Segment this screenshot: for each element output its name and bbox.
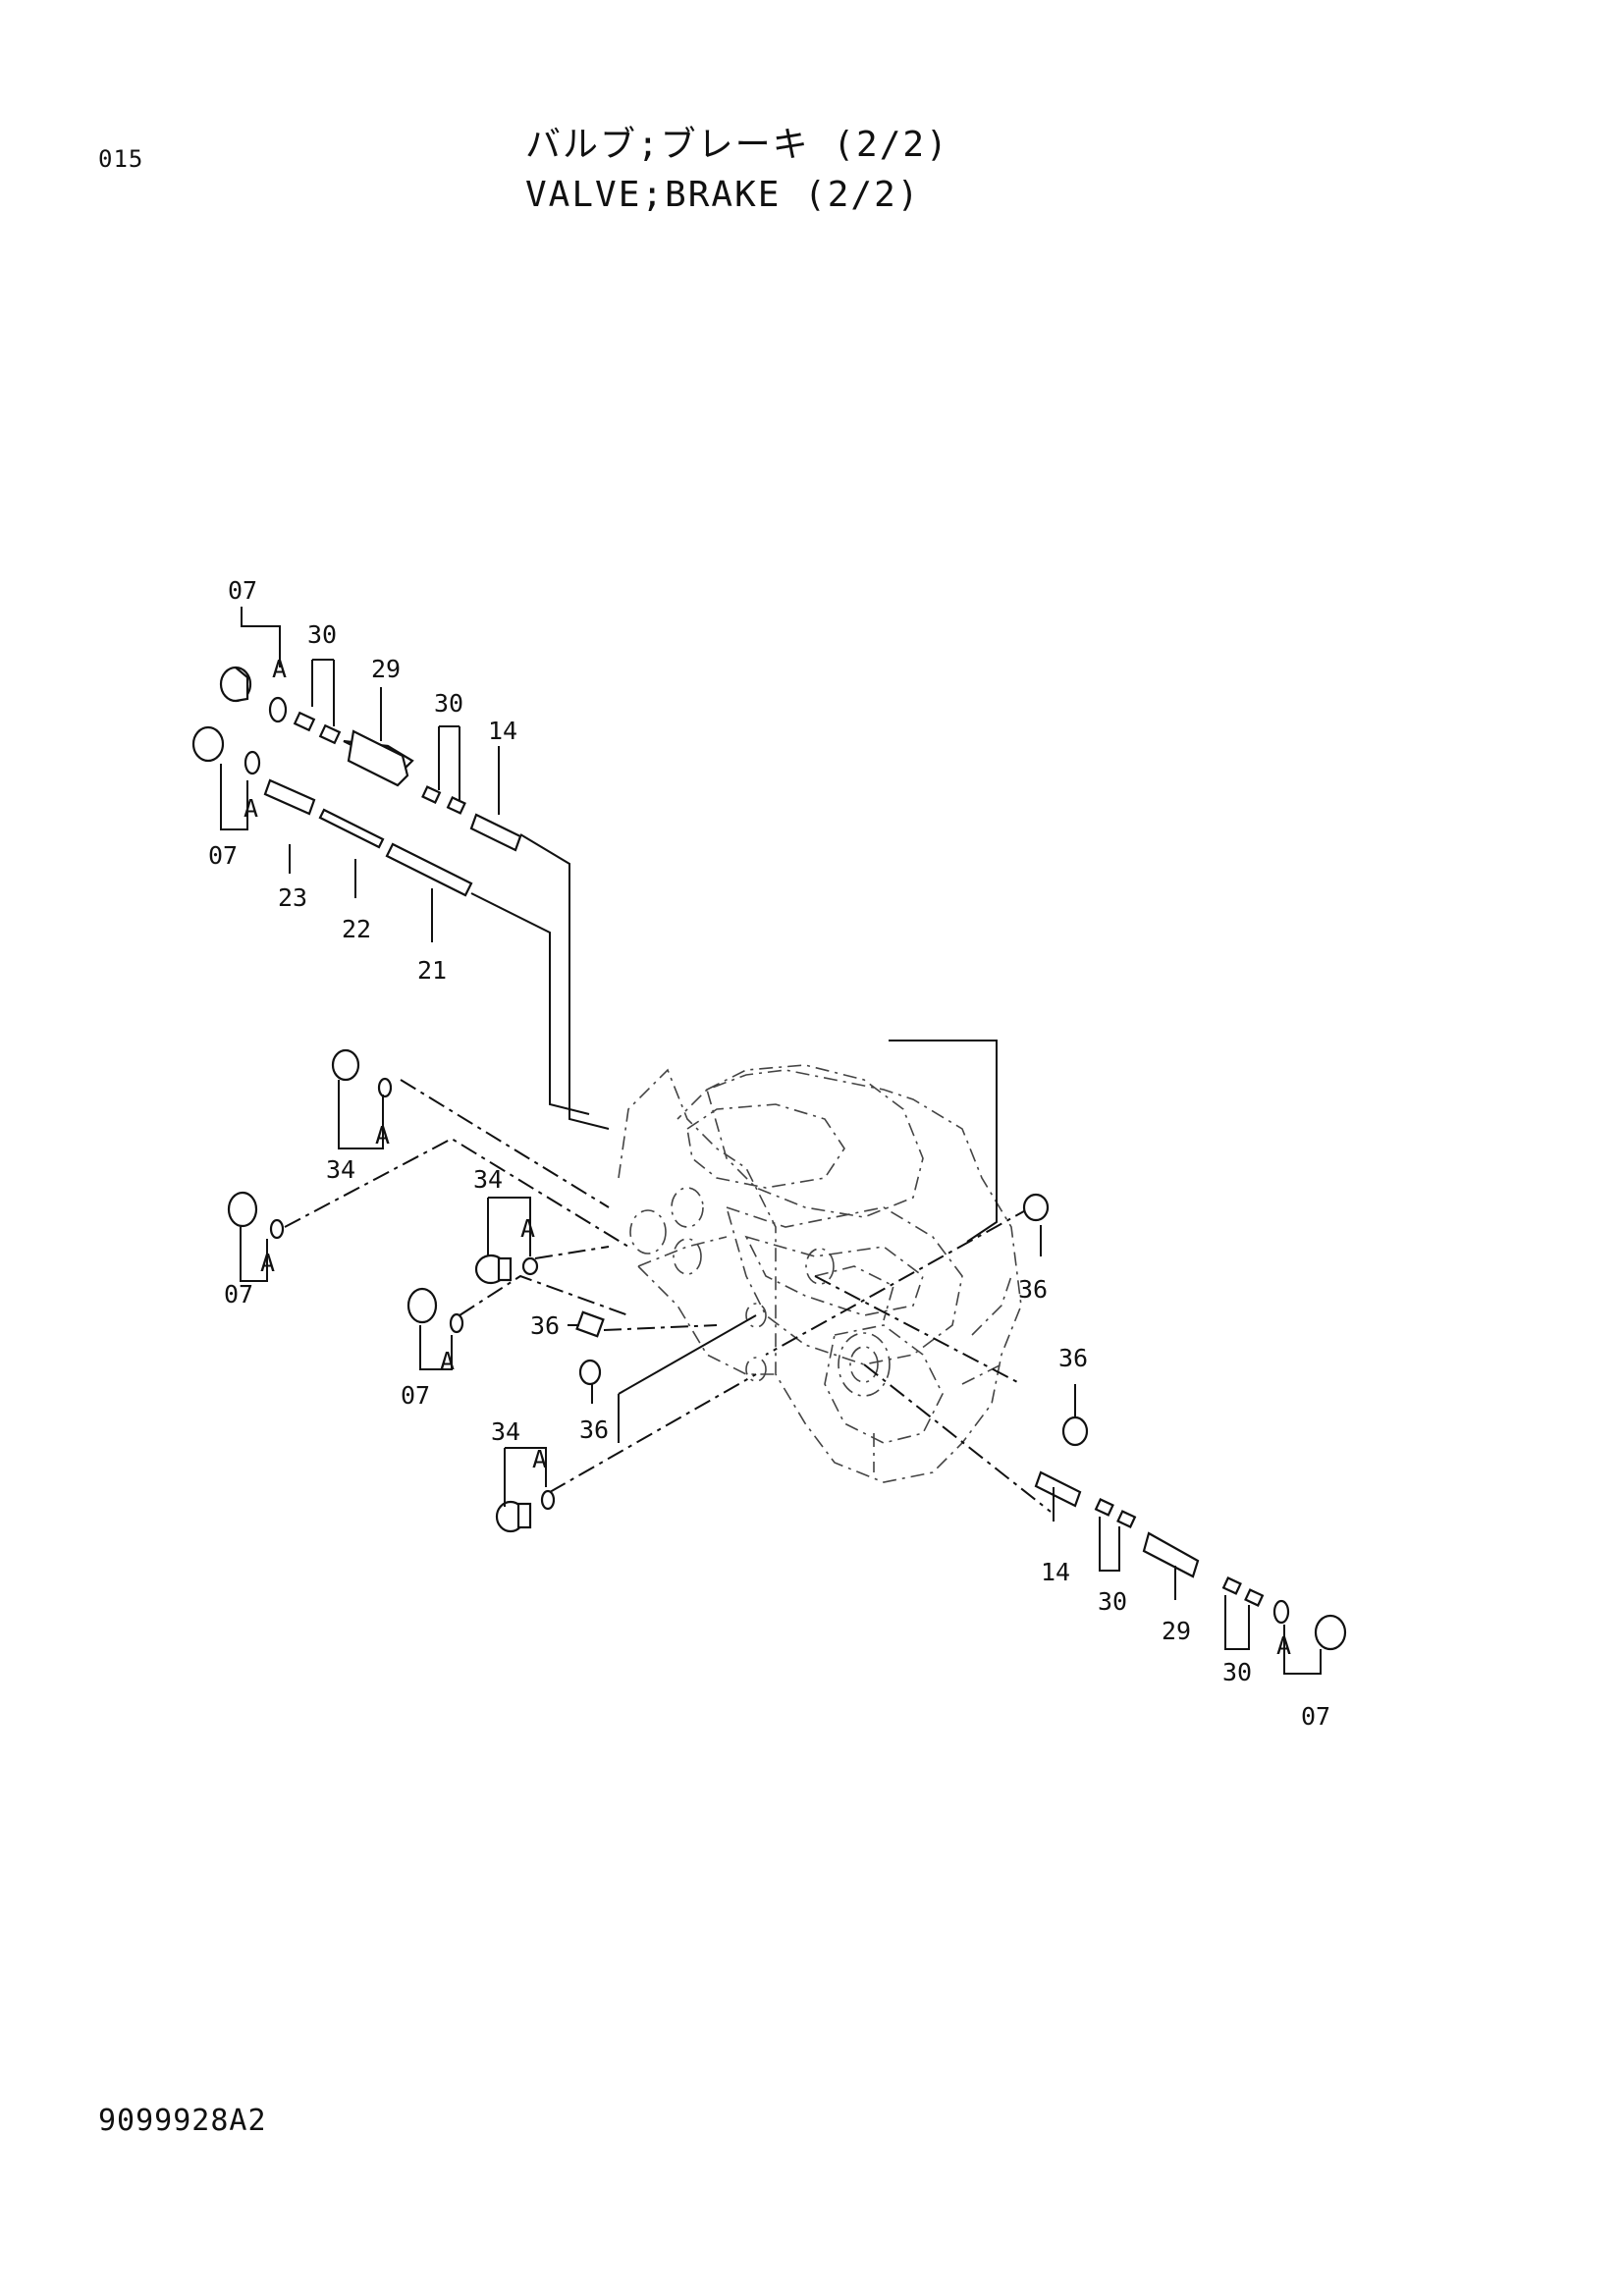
page-title: VALVE;BRAKE (2/2): [525, 175, 921, 215]
callout-A: A: [520, 1214, 535, 1243]
callout-30: 30: [307, 620, 337, 649]
callout-34: 34: [491, 1417, 520, 1446]
callout-07: 07: [1301, 1702, 1330, 1731]
callout-14: 14: [488, 717, 517, 745]
callout-30: 30: [434, 689, 463, 718]
callout-07: 07: [224, 1280, 253, 1308]
parts: [191, 666, 1347, 1651]
callout-36: 36: [1058, 1344, 1088, 1372]
callout-07: 07: [208, 841, 238, 870]
callout-36: 36: [530, 1311, 560, 1340]
assembly-lines: [284, 833, 1052, 1513]
callout-brackets: [220, 607, 1322, 1675]
callout-30: 30: [1098, 1587, 1127, 1616]
callout-34: 34: [473, 1165, 503, 1194]
callout-36: 36: [579, 1415, 609, 1444]
callout-30: 30: [1222, 1658, 1252, 1686]
callout-labels: 07 07 07 07 07 30 30 30 30 29 29 14 14 2…: [208, 576, 1330, 1731]
callout-A: A: [1276, 1631, 1291, 1660]
callout-36: 36: [1018, 1275, 1048, 1304]
callout-A: A: [272, 655, 287, 683]
callout-29: 29: [371, 655, 401, 683]
callout-29: 29: [1162, 1617, 1191, 1645]
callout-A: A: [532, 1445, 547, 1473]
valve-body: [618, 1064, 1022, 1483]
document-number: 9099928A2: [98, 2104, 267, 2138]
callout-A: A: [440, 1347, 455, 1375]
callout-21: 21: [417, 956, 447, 985]
callout-34: 34: [326, 1155, 355, 1184]
callout-07: 07: [228, 576, 257, 605]
callout-A: A: [375, 1121, 390, 1149]
callout-07: 07: [401, 1381, 430, 1410]
callout-22: 22: [342, 915, 371, 943]
callout-14: 14: [1041, 1558, 1070, 1586]
page-title-japanese: バルブ;ブレーキ (2/2): [525, 125, 949, 165]
callout-A: A: [260, 1249, 275, 1277]
callout-23: 23: [278, 883, 307, 912]
callout-A: A: [243, 794, 258, 823]
page-code: 015: [98, 145, 144, 173]
